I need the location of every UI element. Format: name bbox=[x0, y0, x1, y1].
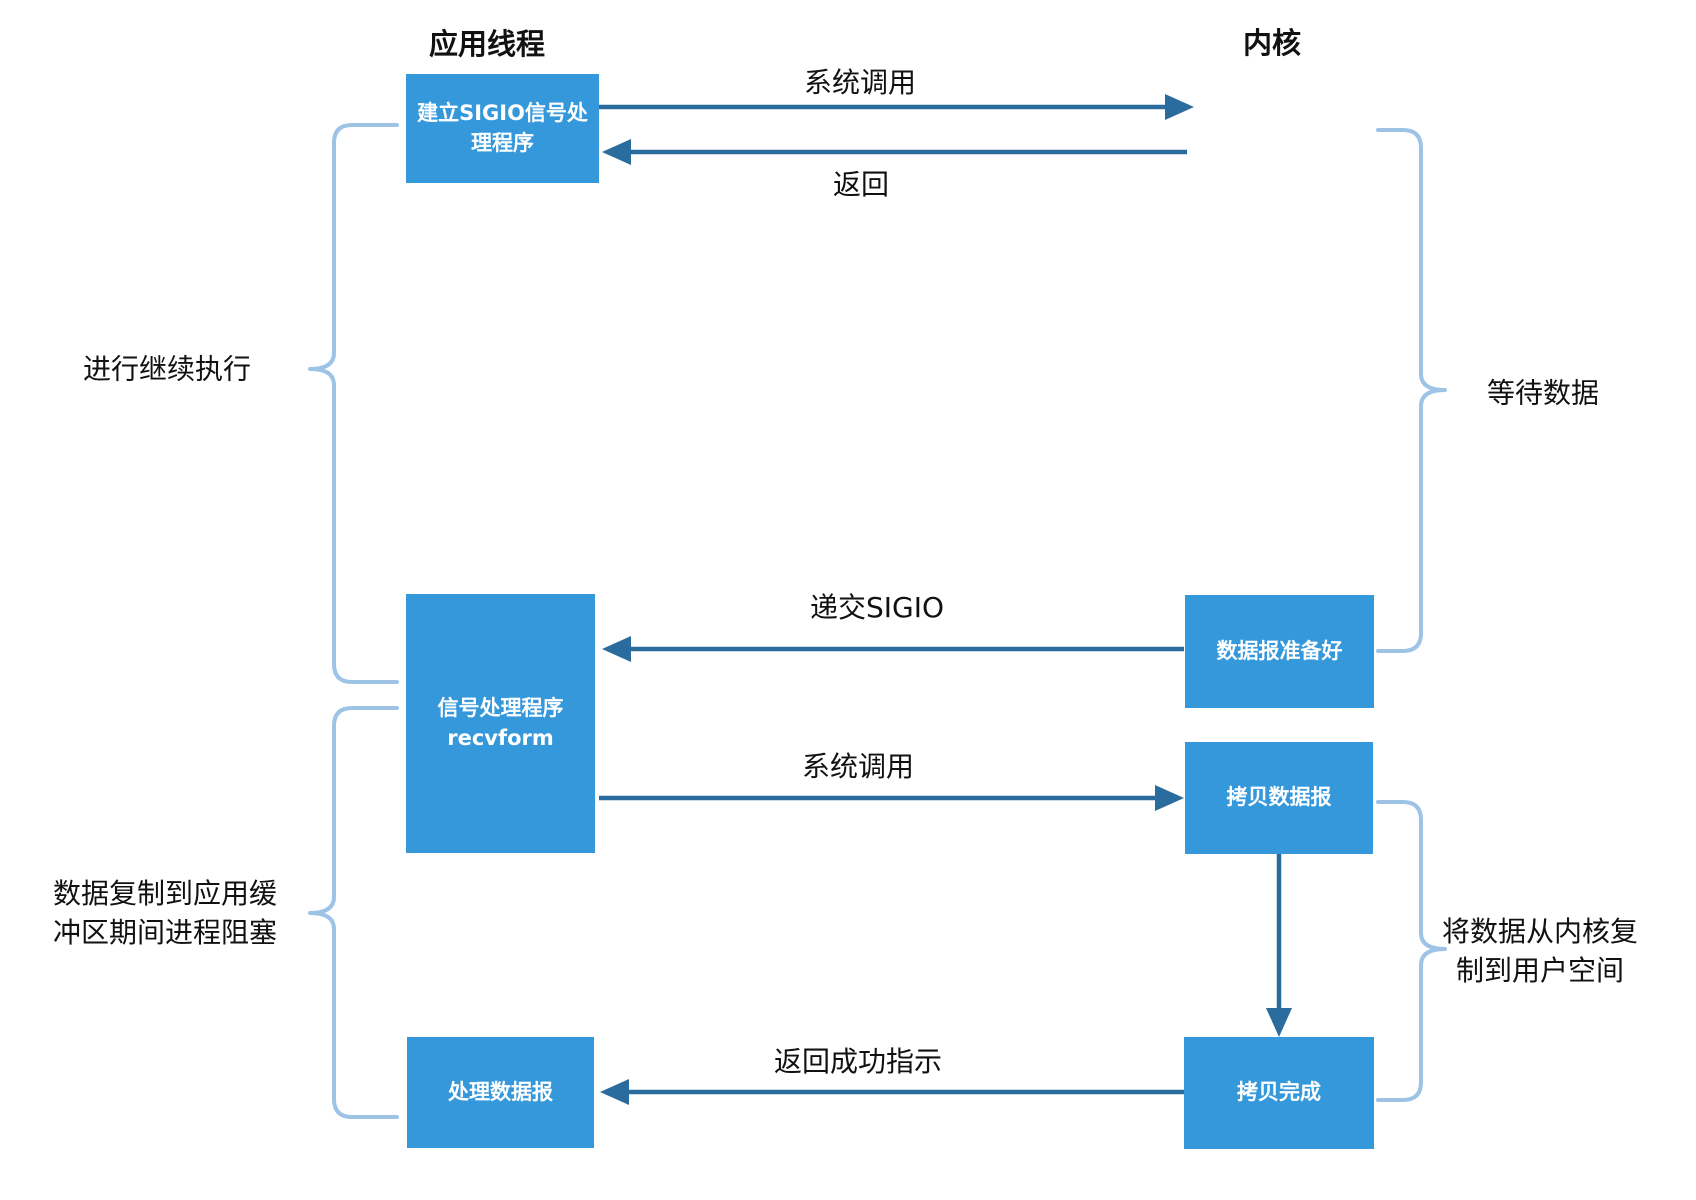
column-header-app-thread: 应用线程 bbox=[428, 27, 546, 61]
box-process-datagram-label: 处理数据报 bbox=[448, 1079, 553, 1104]
box-signal-handler-label-line2: recvform bbox=[447, 725, 554, 750]
annotation-process-blocked: 数据复制到应用缓 冲区期间进程阻塞 bbox=[52, 876, 278, 949]
brace-right-wait-data bbox=[1376, 128, 1447, 653]
arrow-syscall-2-head bbox=[1155, 785, 1184, 811]
arrow-return-success-head bbox=[600, 1079, 629, 1105]
box-process-datagram: 处理数据报 bbox=[407, 1037, 594, 1148]
label-deliver-sigio: 递交SIGIO bbox=[809, 591, 945, 624]
box-signal-handler-label-line1: 信号处理程序 bbox=[437, 696, 564, 721]
box-setup-sigio-handler-label-line1: 建立SIGIO信号处 bbox=[417, 101, 588, 126]
box-copy-datagram-label: 拷贝数据报 bbox=[1226, 785, 1332, 810]
brace-right-copy-kernel-to-user bbox=[1376, 800, 1447, 1102]
annotation-continue-execution: 进行继续执行 bbox=[82, 352, 252, 386]
label-return-success: 返回成功指示 bbox=[773, 1045, 943, 1078]
box-setup-sigio-handler-label-line2: 理程序 bbox=[471, 130, 534, 155]
arrow-deliver-sigio-head bbox=[602, 636, 631, 662]
annotation-copy-kernel-to-user: 将数据从内核复 制到用户空间 bbox=[1441, 914, 1639, 987]
box-copy-complete: 拷贝完成 bbox=[1184, 1037, 1374, 1149]
box-signal-handler-recvform: 信号处理程序 recvform bbox=[406, 594, 595, 853]
brace-left-continue-execution bbox=[308, 123, 399, 684]
label-syscall-1: 系统调用 bbox=[803, 66, 917, 99]
box-datagram-ready: 数据报准备好 bbox=[1185, 595, 1374, 708]
annotation-wait-data: 等待数据 bbox=[1486, 376, 1600, 410]
box-setup-sigio-handler: 建立SIGIO信号处 理程序 bbox=[406, 74, 599, 183]
arrow-copy-down-head bbox=[1266, 1008, 1292, 1037]
arrow-syscall-1-head bbox=[1165, 94, 1194, 120]
box-datagram-ready-label: 数据报准备好 bbox=[1216, 638, 1343, 663]
label-syscall-2: 系统调用 bbox=[801, 750, 915, 783]
brace-left-process-blocked bbox=[308, 706, 399, 1119]
arrow-return-head bbox=[602, 139, 631, 165]
label-return: 返回 bbox=[832, 168, 890, 201]
box-copy-datagram: 拷贝数据报 bbox=[1185, 742, 1373, 854]
column-header-kernel: 内核 bbox=[1242, 26, 1302, 60]
box-copy-complete-label: 拷贝完成 bbox=[1237, 1080, 1321, 1105]
